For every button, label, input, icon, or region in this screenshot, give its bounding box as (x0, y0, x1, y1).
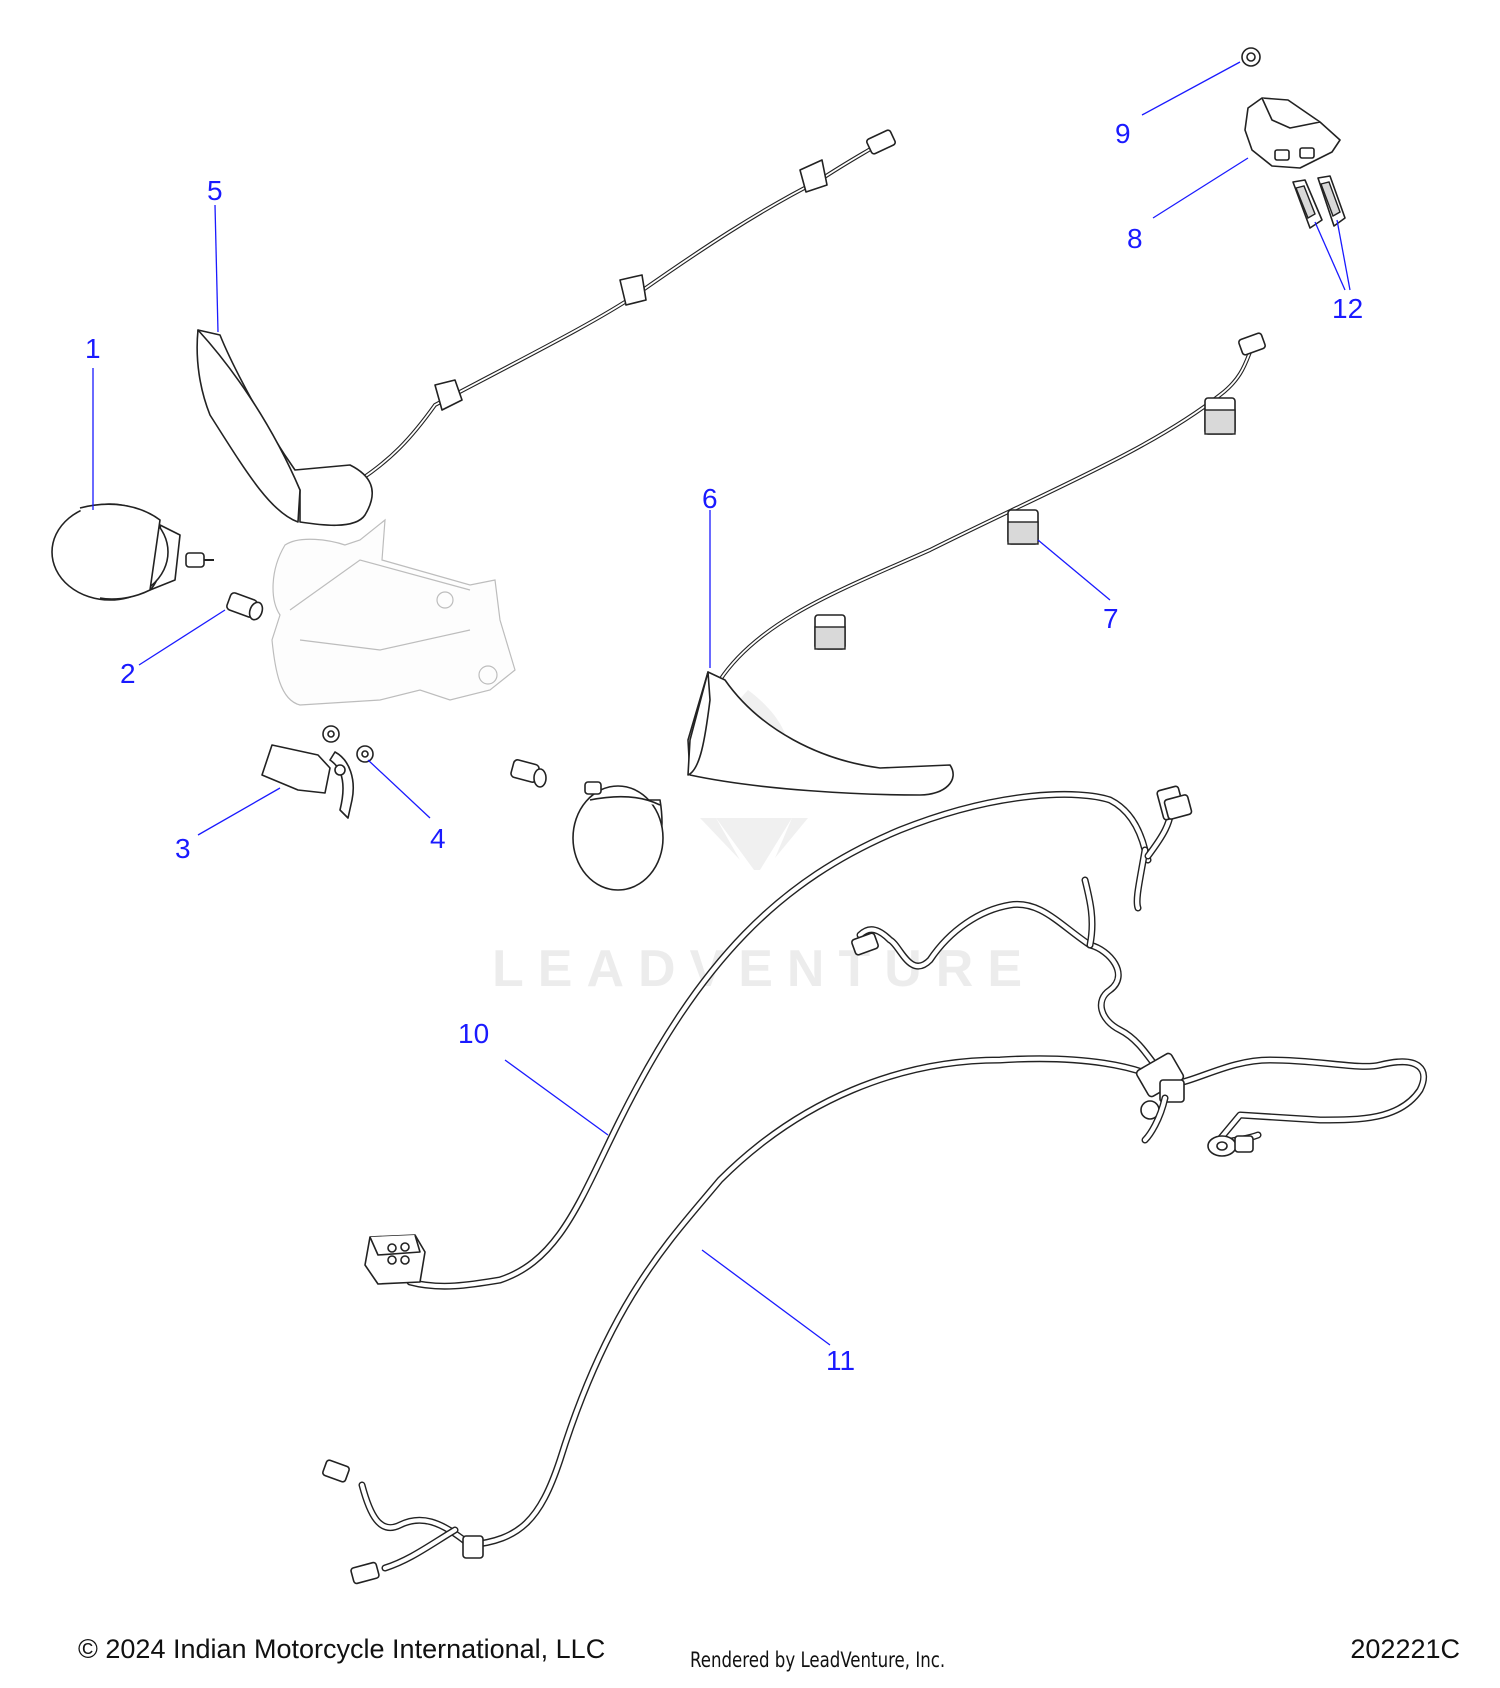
callout-12[interactable]: 12 (1332, 293, 1363, 324)
callout-1[interactable]: 1 (85, 333, 101, 364)
part-9-screw (1241, 47, 1261, 67)
nacelle-housing (271, 518, 516, 706)
callout-10[interactable]: 10 (458, 1018, 489, 1049)
copyright-text: © 2024 Indian Motorcycle International, … (78, 1634, 606, 1664)
callout-2[interactable]: 2 (120, 658, 136, 689)
callout-5[interactable]: 5 (207, 175, 223, 206)
callouts: 1 2 3 4 5 6 7 8 9 10 11 12 (85, 118, 1363, 1376)
right-lamp (510, 759, 664, 891)
diagram-id: 202221C (1350, 1634, 1460, 1664)
part-11-main-harness (322, 876, 1428, 1585)
part-10-wiring-harness (364, 785, 1193, 1290)
part-7-clips (814, 397, 1236, 650)
callout-6[interactable]: 6 (702, 483, 718, 514)
rendered-by-text: Rendered by LeadVenture, Inc. (690, 1648, 946, 1672)
part-4-nuts (322, 725, 374, 763)
callout-11[interactable]: 11 (826, 1345, 855, 1376)
callout-7[interactable]: 7 (1103, 603, 1119, 634)
part-1-left-lamp (51, 503, 214, 601)
part-8-bracket (1244, 97, 1341, 169)
watermark-v-icon (700, 818, 808, 870)
part-3-bracket (261, 744, 354, 819)
part-2-bolt (226, 592, 264, 621)
callout-9[interactable]: 9 (1115, 118, 1131, 149)
part-12-inserts (1292, 175, 1346, 229)
callout-3[interactable]: 3 (175, 833, 191, 864)
part-6-right-light-bar (687, 332, 1266, 796)
callout-4[interactable]: 4 (430, 823, 446, 854)
leader-lines (92, 61, 1351, 1346)
watermark-text: LEADVENTURE (492, 940, 1036, 998)
callout-8[interactable]: 8 (1127, 223, 1143, 254)
part-5-left-light-bar (196, 129, 896, 527)
